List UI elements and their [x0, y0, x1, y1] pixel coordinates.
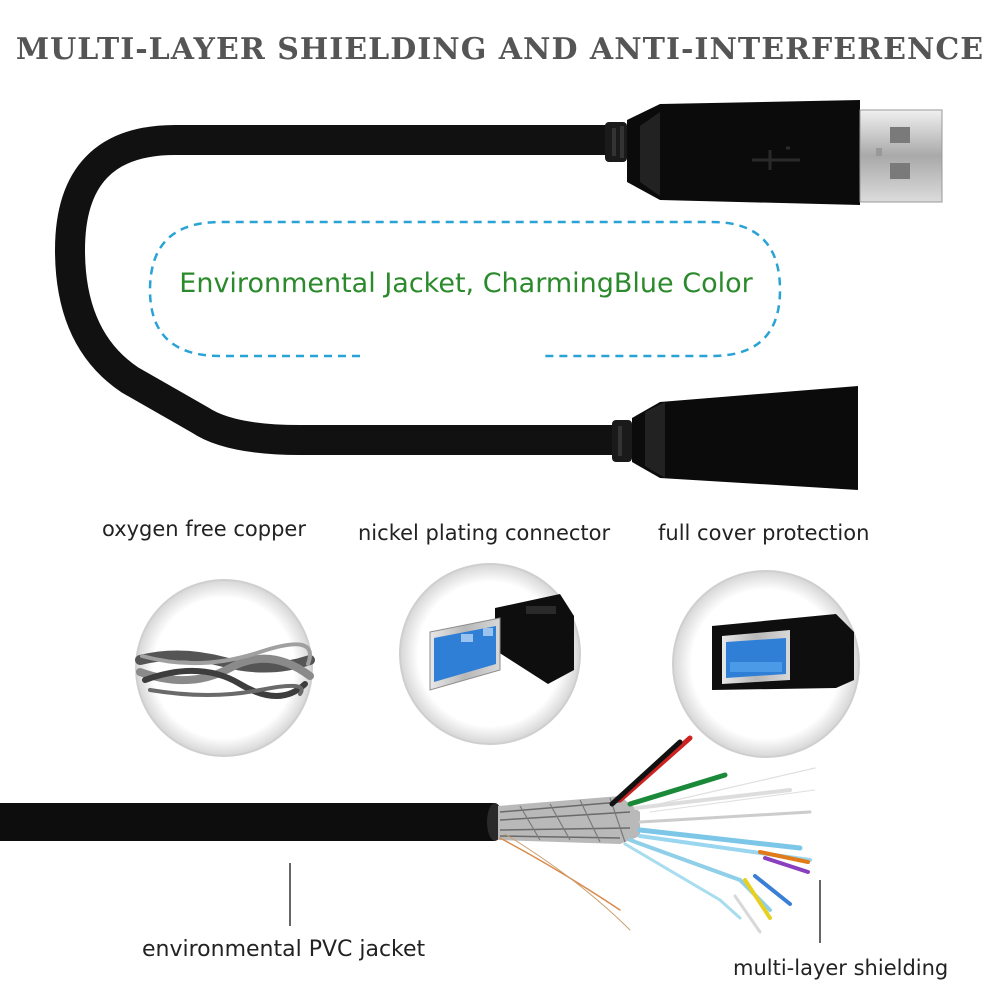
shield-label: multi-layer shielding — [733, 956, 949, 980]
callout-frame — [148, 220, 782, 358]
female-usb-socket-bottom — [612, 386, 858, 490]
male-usb-plug-top — [605, 100, 943, 205]
nickel-connector-circle — [399, 563, 581, 745]
jacket-label: environmental PVC jacket — [142, 937, 426, 962]
page-title: Multi-layer shielding and anti-interfere… — [15, 32, 985, 67]
usb-trident-icon — [752, 146, 800, 170]
full-cover-socket-circle — [672, 570, 860, 758]
cable-cross-section — [0, 735, 821, 943]
extension-cable — [54, 125, 630, 455]
callout-text: Environmental Jacket, CharmingBlue Color — [179, 268, 753, 299]
feature-label-nickel: nickel plating connector — [358, 521, 611, 545]
copper-strands-circle — [135, 579, 315, 757]
feature-label-copper: oxygen free copper — [102, 517, 306, 541]
feature-label-cover: full cover protection — [658, 521, 870, 545]
